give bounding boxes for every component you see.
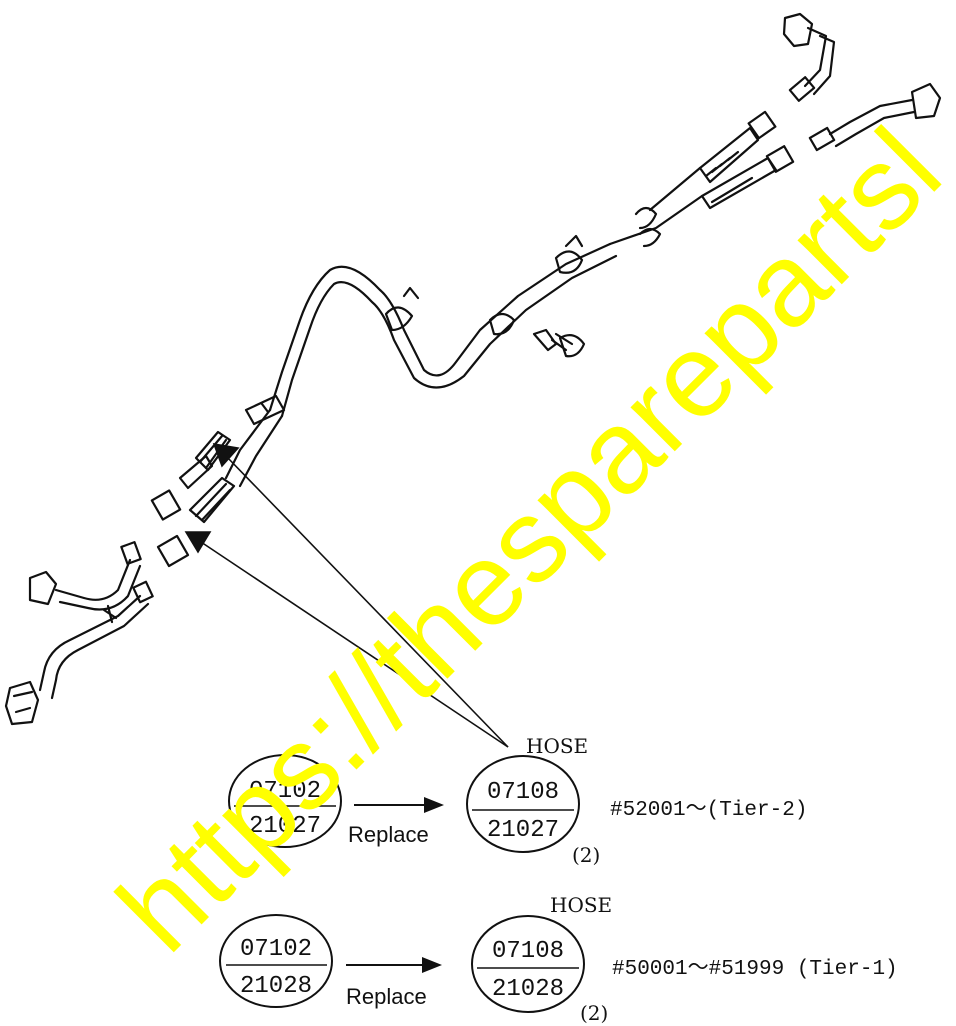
- elbow-fitting-top: [782, 12, 836, 102]
- old-part-badge-1: 07102 21027: [228, 754, 342, 848]
- new-part-title-1: HOSE: [526, 734, 588, 758]
- replace-arrow-2: [346, 957, 442, 973]
- arrowhead-lower: [184, 531, 212, 554]
- new-part-qty-1: (2): [572, 843, 600, 867]
- lower-hose-pair: [150, 408, 284, 568]
- callout-row-1: 07102 21027 Replace HOSE 07108 21027 (2)…: [228, 734, 807, 867]
- hose-assembly-drawing: [4, 12, 942, 726]
- old-part-badge-2: 07102 21028: [219, 914, 333, 1008]
- new-part-title-2: HOSE: [550, 893, 612, 917]
- upper-hose-pair: [608, 110, 795, 246]
- clamp-mid: [554, 234, 584, 274]
- clamp-lower: [384, 286, 516, 336]
- new-part-number-bottom-2: 21028: [492, 976, 564, 1003]
- new-part-number-top-1: 07108: [487, 779, 559, 806]
- left-pipe-fittings: [4, 541, 154, 726]
- callout-row-2: 07102 21028 Replace HOSE 07108 21028 (2)…: [219, 893, 898, 1025]
- bolt: [532, 328, 586, 358]
- arrowhead-upper: [212, 442, 240, 468]
- old-part-number-bottom-1: 21027: [249, 813, 321, 840]
- new-part-number-bottom-1: 21027: [487, 817, 559, 844]
- replace-label-1: Replace: [348, 822, 429, 847]
- clamp-upper: [634, 206, 662, 248]
- replace-label-2: Replace: [346, 984, 427, 1009]
- replace-arrow-1: [354, 797, 444, 813]
- serial-note-1: #52001～(Tier-2): [610, 799, 807, 822]
- elbow-fitting-right: [808, 82, 942, 152]
- new-part-badge-1: 07108 21027: [466, 755, 580, 853]
- watermark-text: https://thesparepartsl: [93, 104, 956, 977]
- new-part-qty-2: (2): [580, 1001, 608, 1025]
- leader-lines: [184, 442, 509, 748]
- serial-note-2: #50001～#51999 (Tier-1): [612, 958, 898, 981]
- main-pipe: [244, 242, 618, 426]
- new-part-badge-2: 07108 21028: [471, 915, 585, 1013]
- old-part-number-top-2: 07102: [240, 936, 312, 963]
- new-part-number-top-2: 07108: [492, 938, 564, 965]
- old-part-number-bottom-2: 21028: [240, 973, 312, 1000]
- old-part-number-top-1: 07102: [249, 778, 321, 805]
